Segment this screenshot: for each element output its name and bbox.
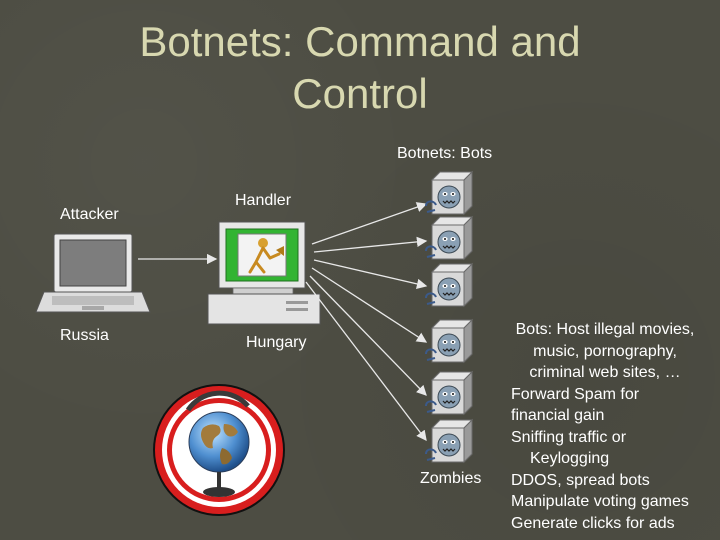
handler-label: Handler <box>235 192 292 209</box>
bot-description: Bots: Host illegal movies, music, pornog… <box>494 319 716 534</box>
bot-desc-line: Generate clicks for ads <box>511 514 675 532</box>
zombies-label: Zombies <box>420 470 482 487</box>
bot-zombie-icon <box>425 171 473 215</box>
slide-title: Botnets: Command and Control <box>60 16 660 120</box>
bot-desc-line: music, pornography, <box>533 342 677 360</box>
attacker-label: Attacker <box>60 206 119 223</box>
bot-zombie-icon <box>425 263 473 307</box>
bot-desc-line: Forward Spam for <box>511 385 640 403</box>
handler-location-label: Hungary <box>246 334 307 351</box>
bot-desc-line: financial gain <box>511 407 605 424</box>
title-line-1: Botnets: Command and <box>139 18 581 65</box>
bot-desc-line: Keylogging <box>530 450 610 467</box>
globe-icon <box>153 384 285 516</box>
bot-zombie-icon <box>425 319 473 363</box>
title-line-2: Control <box>292 70 428 117</box>
subtitle-bots: Botnets: Bots <box>397 145 493 162</box>
bot-zombie-icon <box>425 419 473 463</box>
bot-desc-line: Manipulate voting games <box>511 493 689 510</box>
bot-desc-line: criminal web sites, … <box>529 364 681 381</box>
bot-zombie-icon <box>425 371 473 415</box>
bot-zombie-icon <box>425 216 473 260</box>
bot-desc-line: Sniffing traffic or <box>511 428 627 446</box>
laptop-icon <box>35 233 151 313</box>
handler-to-bot-arrows <box>305 202 428 442</box>
bot-desc-line: DDOS, spread bots <box>511 471 650 489</box>
bot-desc-line: Bots: Host illegal movies, <box>515 321 695 338</box>
attacker-location-label: Russia <box>60 327 109 344</box>
desktop-computer-icon <box>207 221 321 325</box>
